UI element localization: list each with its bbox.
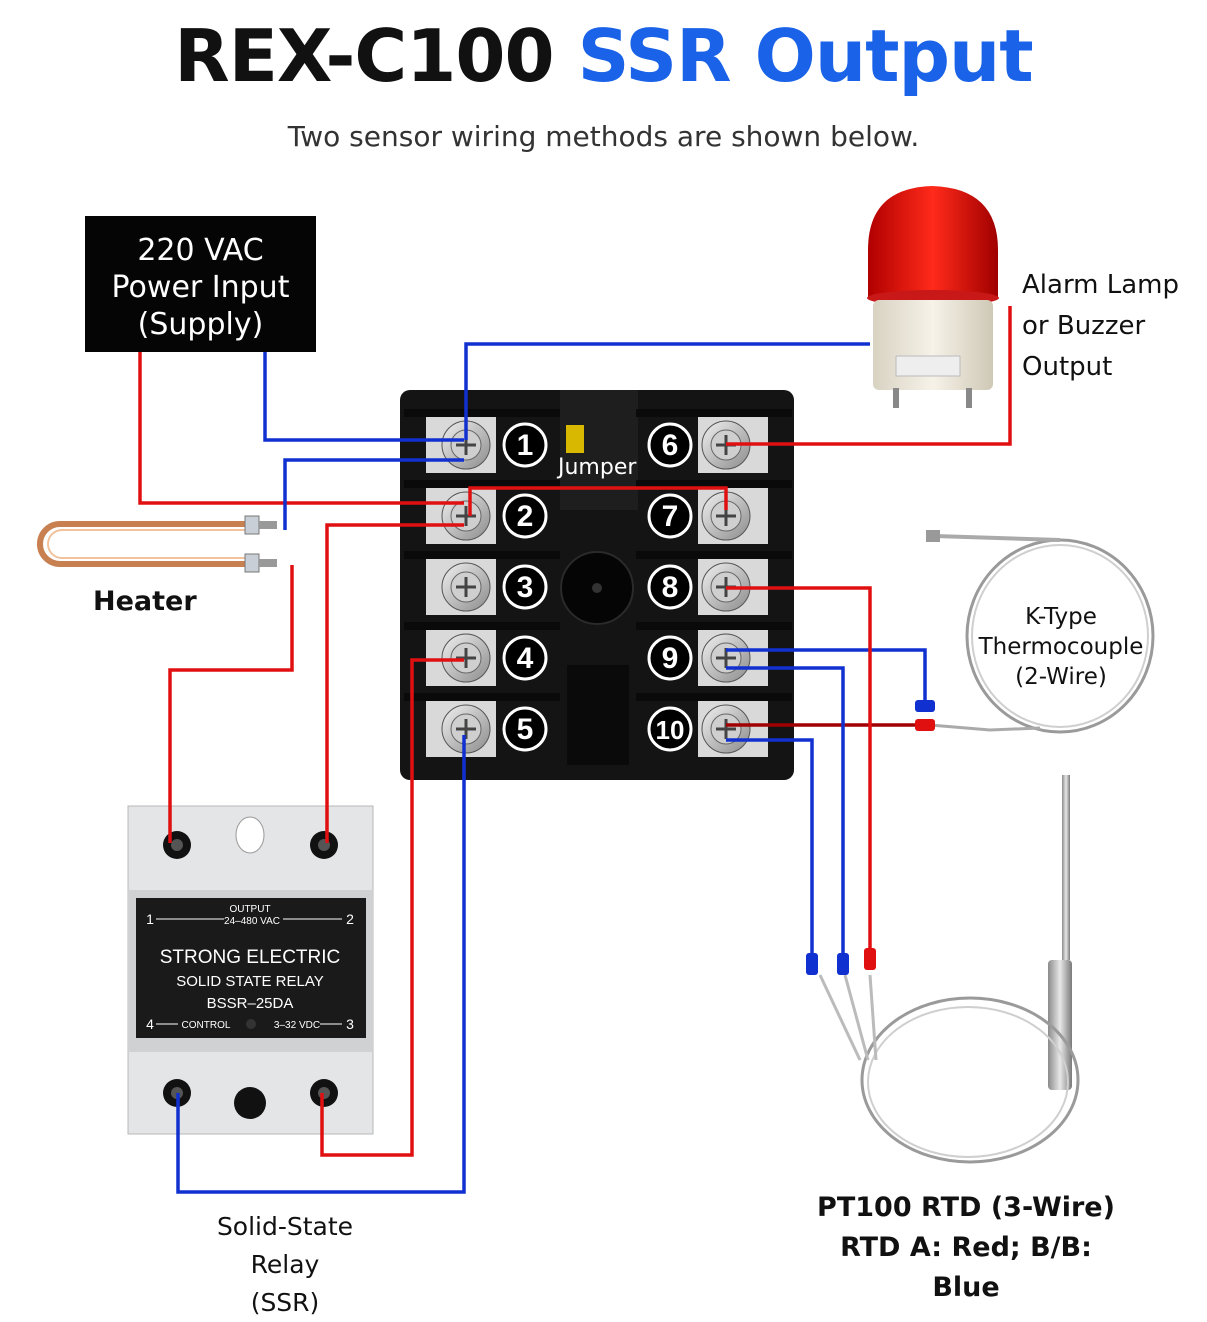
terminal-number-7: 7: [647, 493, 693, 539]
terminal-screw-3: [441, 562, 491, 612]
heater-label: Heater: [93, 586, 197, 617]
wire-heater-blue: [283, 458, 464, 530]
terminal-number-3: 3: [502, 564, 548, 610]
subtitle: Two sensor wiring methods are shown belo…: [287, 120, 920, 153]
ssr-model: BSSR–25DA: [207, 995, 294, 1012]
rtd-caption-line2: RTD A: Red; B/B: Blue: [840, 1232, 1092, 1303]
alarm-label-line2: or Buzzer: [1022, 311, 1146, 341]
terminal-number-text: 9: [662, 642, 679, 675]
terminal-screw-9: [701, 633, 751, 683]
power-input-line2: Power Input: [111, 270, 290, 305]
wire-rtd-blue-1: [726, 666, 845, 955]
terminal-number-text: 7: [662, 500, 679, 533]
terminal-screw-4: [441, 633, 491, 683]
ssr-output-label: OUTPUT: [229, 904, 270, 915]
power-input-box: 220 VAC Power Input (Supply): [85, 216, 316, 352]
wire-jumper-2-7: [468, 486, 728, 516]
wire-heater-red: [168, 565, 294, 843]
terminal-number-6: 6: [647, 422, 693, 468]
terminal-screw-5: [441, 704, 491, 754]
wire-alarm-red: [726, 306, 1012, 446]
wire-lugs: [806, 700, 935, 975]
terminal-number-text: 8: [662, 571, 679, 604]
k-type-thermocouple: [926, 530, 1155, 734]
wire-power-neutral: [263, 352, 464, 442]
rtd-caption: PT100 RTD (3-Wire) RTD A: Red; B/B: Blue: [806, 1188, 1126, 1308]
alarm-label-line1: Alarm Lamp: [1022, 270, 1180, 300]
wire-power-live: [138, 352, 464, 505]
wire-ssr-control-plus: [320, 658, 464, 1157]
ssr-caption-line2: (SSR): [250, 1288, 320, 1317]
ssr-brand: STRONG ELECTRIC: [160, 947, 341, 968]
terminal-number-9: 9: [647, 635, 693, 681]
ssr-pin2: 2: [346, 911, 354, 927]
thermocouple-label-line1: K-Type: [1025, 604, 1097, 630]
terminal-number-text: 4: [517, 642, 534, 675]
rtd-caption-line1: PT100 RTD (3-Wire): [817, 1192, 1115, 1223]
wires: [138, 306, 1012, 1194]
ssr-pin3: 3: [346, 1016, 354, 1032]
thermocouple-label: K-Type Thermocouple (2-Wire): [976, 602, 1146, 692]
terminal-screw-10: [701, 704, 751, 754]
terminal-number-text: 6: [662, 429, 679, 462]
terminal-number-4: 4: [502, 635, 548, 681]
rtd-lug: [806, 953, 818, 975]
rtd-lug: [864, 948, 876, 970]
power-input-line3: (Supply): [137, 307, 264, 342]
terminal-number-text: 1: [517, 429, 534, 462]
alarm-label-line3: Output: [1022, 352, 1113, 382]
page-title: REX-C100 SSR Output: [0, 14, 1207, 98]
terminal-number-5: 5: [502, 706, 548, 752]
alarm-lamp: [867, 186, 999, 408]
thermocouple-label-line3: (2-Wire): [1015, 664, 1107, 690]
tc-lug: [915, 700, 935, 712]
jumper-block: [566, 425, 584, 453]
terminal-number-text: 5: [517, 713, 534, 746]
thermocouple-label-line2: Thermocouple: [978, 634, 1144, 660]
terminal-number-8: 8: [647, 564, 693, 610]
wire-alarm-blue: [464, 342, 870, 440]
terminal-number-2: 2: [502, 493, 548, 539]
power-input-line1: 220 VAC: [137, 233, 264, 268]
title-part-2: SSR Output: [577, 14, 1034, 98]
rtd-lug: [837, 953, 849, 975]
terminal-screw-7: [701, 491, 751, 541]
terminal-number-text: 10: [656, 715, 685, 745]
ssr-pin1: 1: [146, 911, 154, 927]
heater-element: [37, 515, 277, 573]
wire-ssr-control-minus: [176, 735, 466, 1194]
controller-terminal-block: [400, 390, 794, 780]
ssr-control-voltage: 3–32 VDC: [274, 1020, 320, 1031]
solid-state-relay: OUTPUT 24–480 VAC 1 2 STRONG ELECTRIC SO…: [127, 805, 374, 1135]
alarm-label: Alarm Lamp or Buzzer Output: [1022, 265, 1179, 388]
ssr-pin4: 4: [146, 1016, 154, 1032]
pt100-rtd-probe: [818, 775, 1080, 1164]
jumper-label: Jumper: [558, 455, 637, 480]
wire-rtd-blue-2: [726, 738, 814, 955]
wire-ssr-output: [325, 523, 464, 843]
ssr-control-label: CONTROL: [182, 1020, 231, 1031]
ssr-caption-line1: Solid-State Relay: [216, 1212, 354, 1279]
terminal-number-text: 3: [517, 571, 534, 604]
wire-tc-blue: [726, 648, 927, 710]
ssr-caption: Solid-State Relay (SSR): [180, 1208, 390, 1322]
ssr-type: SOLID STATE RELAY: [176, 973, 324, 990]
terminal-number-1: 1: [502, 422, 548, 468]
terminal-screw-2: [441, 491, 491, 541]
wire-rtd-red: [726, 586, 872, 955]
ssr-output-voltage: 24–480 VAC: [224, 916, 280, 927]
title-part-1: REX-C100: [174, 14, 554, 98]
terminal-number-10: 10: [647, 706, 693, 752]
terminal-number-text: 2: [517, 500, 534, 533]
tc-lug: [915, 719, 935, 731]
